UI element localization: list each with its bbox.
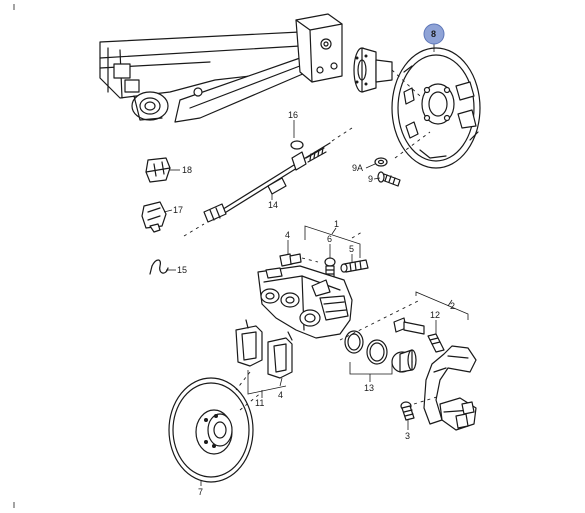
label-14: 14 [268, 200, 278, 210]
brake-pads [235, 319, 293, 379]
brake-caliper [257, 265, 353, 339]
label-7: 7 [198, 487, 203, 497]
leader-9 [373, 177, 381, 180]
label-6: 6 [327, 234, 332, 244]
group-bracket-13 [349, 362, 393, 375]
label-13: 13 [364, 383, 374, 393]
label-18: 18 [182, 165, 192, 175]
parking-brake-cable [183, 127, 353, 237]
label-1: 1 [334, 219, 339, 229]
cable-clip [145, 157, 171, 183]
label-2: 2 [450, 301, 455, 311]
label-4-lower: 4 [278, 390, 283, 400]
brake-backing-plate [391, 47, 481, 169]
rear-axle-beam [99, 13, 393, 123]
backing-plate-screws [374, 131, 431, 187]
brake-disc [168, 377, 263, 483]
group-bracket-11 [247, 370, 287, 395]
cable-bracket [141, 201, 167, 233]
label-16: 16 [288, 110, 298, 120]
guide-bolt-upper [279, 253, 319, 267]
leader-17 [163, 209, 173, 213]
caliper-carrier [423, 345, 477, 431]
bleed-valve [324, 257, 369, 279]
leader-4-lower [279, 377, 283, 387]
group-bracket-2-lead [447, 299, 453, 307]
label-9: 9 [368, 174, 373, 184]
label-12: 12 [430, 310, 440, 320]
assembly-axis-line [351, 231, 363, 239]
label-9a: 9A [352, 163, 363, 173]
seal-kit [344, 330, 417, 373]
group-bracket-1 [304, 225, 361, 258]
group-bracket-1-lead [331, 227, 337, 235]
guide-bolt-kit [393, 317, 445, 353]
label-17: 17 [173, 205, 183, 215]
label-15: 15 [177, 265, 187, 275]
spring-clip [149, 259, 169, 275]
label-11: 11 [255, 398, 264, 408]
label-5: 5 [349, 244, 354, 254]
badge-circle [423, 23, 445, 45]
highlighted-part-badge[interactable]: 8 [423, 23, 445, 45]
carrier-bolt [400, 395, 441, 421]
assembly-axis-line [339, 299, 421, 341]
label-8: 8 [431, 29, 436, 39]
leader-9a [365, 163, 376, 169]
group-bracket-2 [415, 291, 469, 320]
label-4-upper: 4 [285, 230, 290, 240]
label-3: 3 [405, 431, 410, 441]
